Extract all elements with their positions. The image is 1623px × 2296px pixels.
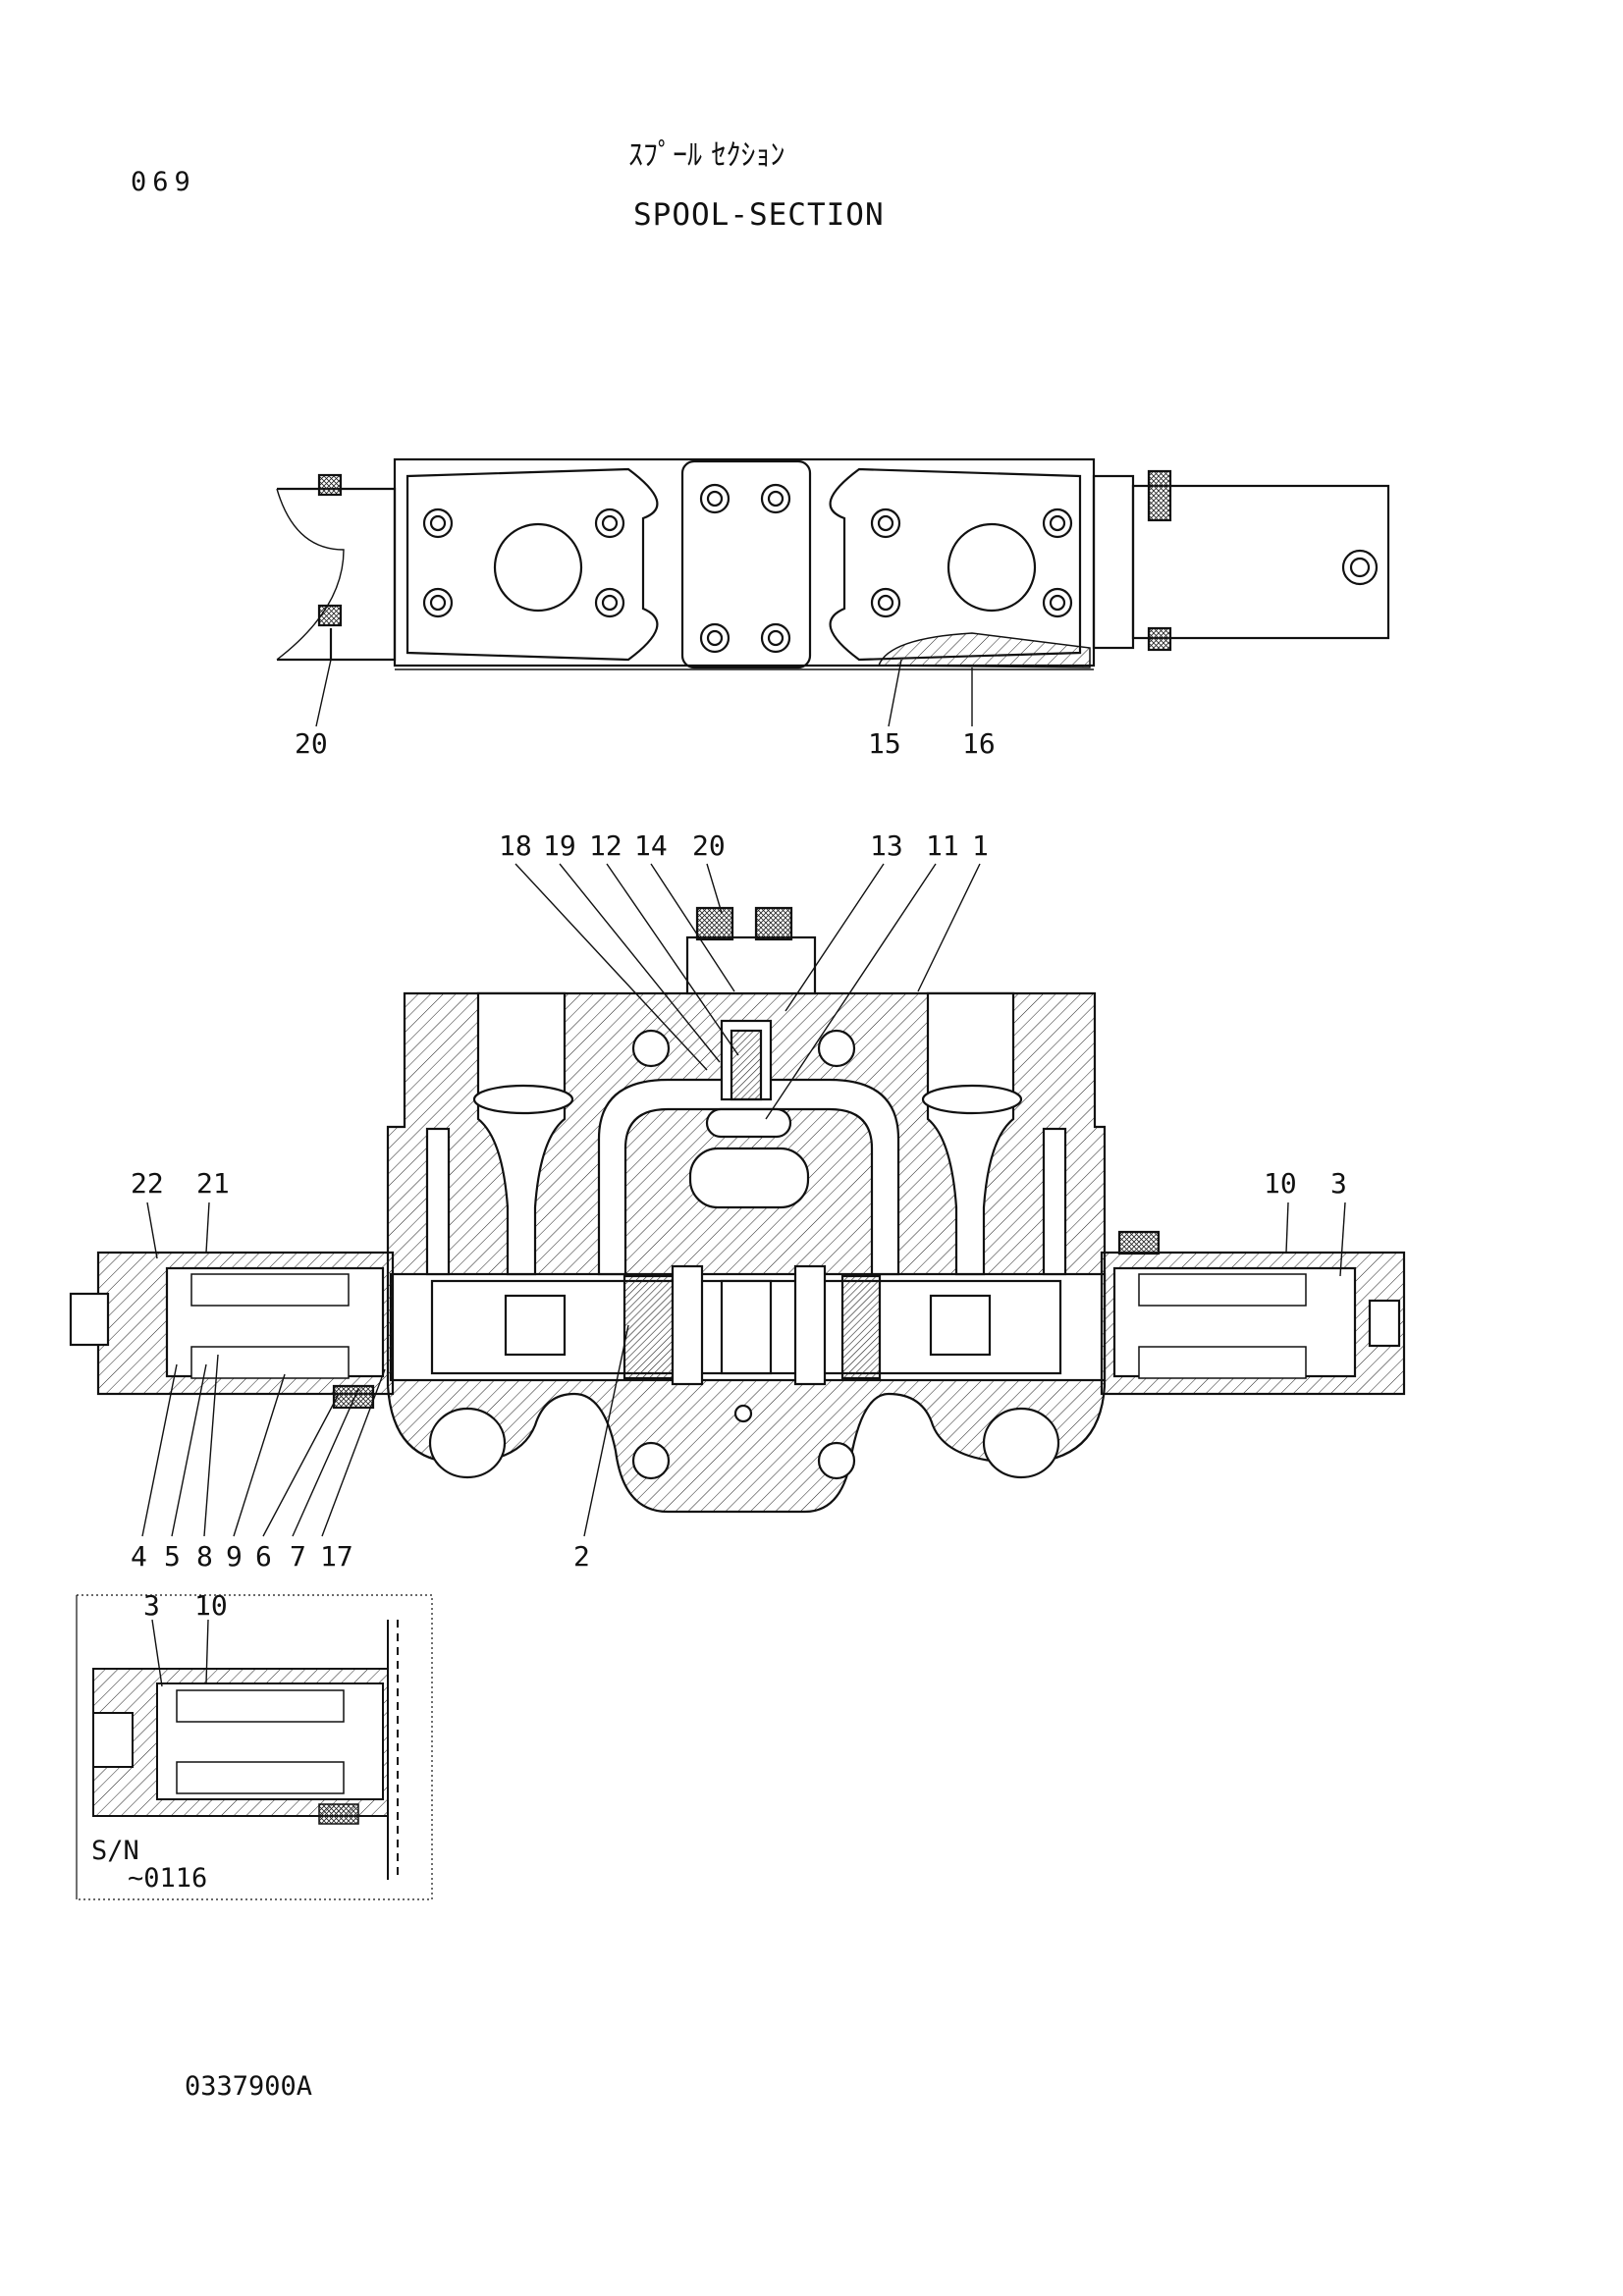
- callout-21: 21: [196, 1167, 230, 1200]
- top-view: [276, 457, 1390, 727]
- title-english: SPOOL-SECTION: [633, 197, 885, 233]
- callout-20: 20: [692, 829, 726, 862]
- callout-5: 5: [164, 1540, 181, 1573]
- callout-18: 18: [499, 829, 532, 862]
- callout-13: 13: [870, 829, 903, 862]
- section-view: [69, 863, 1406, 1537]
- callout-12: 12: [589, 829, 622, 862]
- callout-11: 11: [926, 829, 959, 862]
- callout-3: 3: [1330, 1167, 1347, 1200]
- callout-10: 10: [1264, 1167, 1297, 1200]
- callout-20-top: 20: [295, 727, 328, 760]
- callout-22: 22: [131, 1167, 164, 1200]
- callout-1: 1: [972, 829, 989, 862]
- left-cap: [69, 1251, 395, 1410]
- inset-view: [76, 1594, 433, 1900]
- title-japanese: ｽﾌﾟｰﾙ ｾｸｼｮﾝ: [628, 138, 785, 173]
- callout-7: 7: [290, 1540, 306, 1573]
- inset-callout-3: 3: [143, 1589, 160, 1622]
- spool: [430, 1264, 1062, 1386]
- page-number: 069: [131, 167, 196, 197]
- callout-2: 2: [573, 1540, 590, 1573]
- drawing-code: 0337900A: [185, 2071, 313, 2102]
- callout-17: 17: [320, 1540, 353, 1573]
- callout-8: 8: [196, 1540, 213, 1573]
- callout-4: 4: [131, 1540, 147, 1573]
- callout-16: 16: [962, 727, 996, 760]
- callout-6: 6: [255, 1540, 272, 1573]
- callout-19: 19: [543, 829, 576, 862]
- right-cap: [1100, 1230, 1406, 1396]
- callout-9: 9: [226, 1540, 243, 1573]
- inset-callout-10: 10: [194, 1589, 228, 1622]
- inset-serial-range: ~0116: [128, 1863, 208, 1894]
- inset-serial-label: S/N: [91, 1836, 139, 1866]
- callout-14: 14: [634, 829, 668, 862]
- callout-15: 15: [868, 727, 901, 760]
